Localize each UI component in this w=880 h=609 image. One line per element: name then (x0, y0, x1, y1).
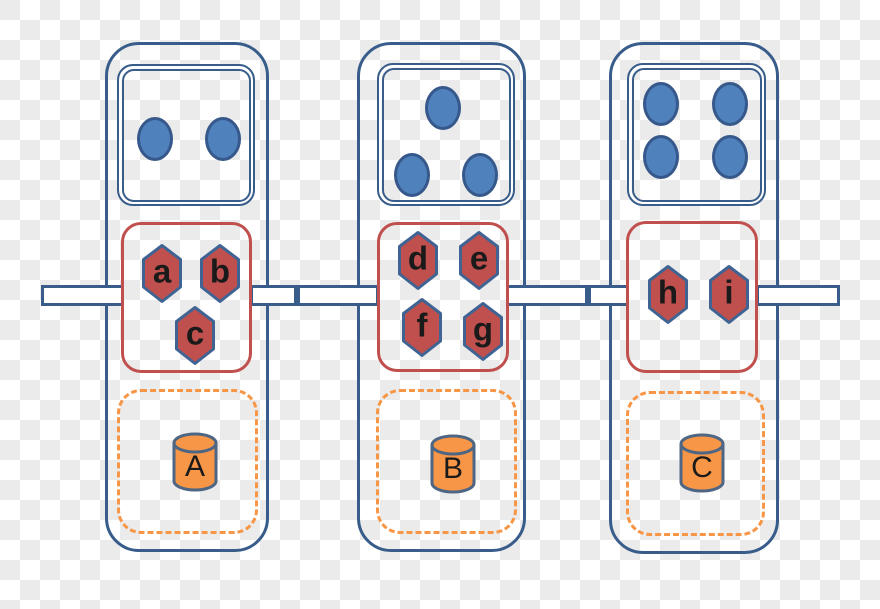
node-2-storage-panel (376, 389, 517, 534)
blue-dot-icon (643, 82, 679, 126)
hexagon-g-label: g (473, 311, 493, 348)
hexagon-shape (648, 265, 688, 324)
hexagon-shape (200, 244, 240, 303)
cylinder-body (679, 444, 725, 493)
hexagon-e-label: e (470, 240, 488, 277)
hexagon-i: i (709, 265, 749, 324)
database-cylinder-b: B (430, 434, 476, 494)
database-a-label: A (185, 450, 205, 483)
bus-bar-segment-6 (756, 285, 840, 306)
hexagon-c-label: c (186, 315, 204, 352)
cylinder-body (172, 443, 218, 492)
node-1-dots-panel (117, 64, 255, 206)
hexagon-shape (459, 231, 499, 290)
node-1-storage-panel (117, 389, 258, 534)
blue-dot-icon (712, 135, 748, 179)
hexagon-e: e (459, 231, 499, 290)
hexagon-d-label: d (408, 240, 428, 277)
bus-bar-segment-3 (297, 285, 379, 306)
bus-bar-segment-5 (588, 285, 629, 306)
cylinder-top (679, 433, 725, 455)
cylinder-top (172, 432, 218, 454)
hexagon-shape (463, 302, 503, 361)
bus-bar-segment-2 (250, 285, 297, 306)
hexagon-f: f (402, 298, 442, 357)
hexagon-i-label: i (724, 274, 733, 311)
node-3-dots-panel (627, 63, 766, 206)
node-1-dots-panel-inner (121, 68, 251, 202)
node-3-storage-panel (626, 391, 765, 536)
hexagon-a: a (142, 244, 182, 303)
hexagon-d: d (398, 231, 438, 290)
hexagon-f-label: f (417, 307, 429, 344)
node-1-hexagon-panel (121, 222, 252, 373)
hexagon-a-label: a (153, 253, 172, 290)
hexagon-g: g (463, 302, 503, 361)
blue-dot-icon (205, 117, 241, 161)
node-3-hexagon-panel (626, 221, 758, 373)
node-2-hexagon-panel (377, 222, 509, 372)
bus-bar-segment-1 (41, 285, 124, 306)
hexagon-shape (175, 306, 215, 365)
blue-dot-icon (394, 153, 430, 197)
hexagon-c: c (175, 306, 215, 365)
hexagon-shape (398, 231, 438, 290)
database-b-label: B (443, 452, 463, 485)
hexagon-b-label: b (210, 253, 230, 290)
node-2-dots-panel-inner (381, 67, 511, 202)
hexagon-shape (402, 298, 442, 357)
blue-dot-icon (712, 82, 748, 126)
node-3-dots-panel-inner (631, 67, 762, 202)
database-cylinder-a: A (172, 432, 218, 492)
node-2-dots-panel (377, 63, 515, 206)
database-cylinder-c: C (679, 433, 725, 493)
hexagon-shape (142, 244, 182, 303)
hexagon-b: b (200, 244, 240, 303)
cylinder-top (430, 434, 476, 456)
cylinder-body (430, 445, 476, 494)
blue-dot-icon (137, 117, 173, 161)
hexagon-shape (709, 265, 749, 324)
blue-dot-icon (643, 135, 679, 179)
bus-bar-segment-4 (506, 285, 588, 306)
blue-dot-icon (425, 86, 461, 130)
hexagon-h: h (648, 265, 688, 324)
blue-dot-icon (462, 153, 498, 197)
hexagon-h-label: h (658, 274, 678, 311)
database-c-label: C (691, 451, 713, 484)
